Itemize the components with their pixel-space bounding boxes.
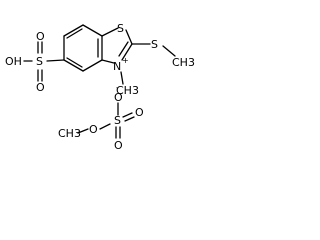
anion-oxo-bottom-label: O (114, 139, 123, 152)
methyl-sulfate-anion: CH3 O S O - O O (58, 83, 144, 152)
ring-nitrogen-label: N (113, 60, 121, 73)
bond-c5-s (46, 59, 65, 62)
bond-o-s (99, 123, 111, 130)
ring-sulfur-label: S (117, 22, 124, 35)
anion-oxygen-minus-label: O (114, 91, 123, 104)
sulfonic-sulfur-label: S (36, 55, 43, 68)
anion-oxo-right-label: O (135, 106, 144, 119)
bond-c7a-s1 (101, 27, 119, 37)
thioether-methyl-label: CH3 (172, 56, 195, 69)
bond-s-ch3 (162, 45, 176, 57)
bond-inner-c5-c4 (66, 57, 83, 68)
anion-charge-label: - (116, 83, 119, 92)
nitrogen-charge-label: + (122, 56, 129, 65)
bond-c5-c4 (63, 59, 84, 72)
bond-n-ch3 (120, 71, 124, 85)
bond-c2-n3-double (118, 41, 129, 57)
bond-ch3-o (77, 128, 89, 134)
bond-s-o-right-a (122, 112, 133, 118)
sulfonic-oxo-bottom-label: O (36, 81, 45, 94)
bond-s-o-right-b (124, 116, 135, 122)
bond-inner-c7-c6 (66, 28, 83, 39)
n-methyl-label: CH3 (116, 84, 139, 97)
bond-c4-c3a (82, 59, 103, 72)
bond-c2-n3 (121, 43, 133, 61)
sulfonic-hydroxyl-label: OH (5, 55, 22, 68)
bond-c7-c6 (63, 24, 84, 37)
thioether-sulfur-label: S (151, 38, 158, 51)
anion-ester-oxygen-label: O (89, 123, 98, 136)
chemical-structure: S S CH3 N + CH3 S O O OH CH3 O S O - O O (5, 22, 195, 152)
anion-methyl-label: CH3 (58, 127, 81, 140)
benzothiazolium-cation: S S CH3 N + CH3 S O O OH (5, 22, 195, 97)
bond-s1-c2 (125, 29, 133, 45)
sulfonic-oxo-top-label: O (36, 30, 45, 43)
anion-sulfur-label: S (114, 114, 121, 127)
bond-c7a-c7 (82, 24, 103, 37)
bond-n3-c3a (101, 59, 115, 64)
